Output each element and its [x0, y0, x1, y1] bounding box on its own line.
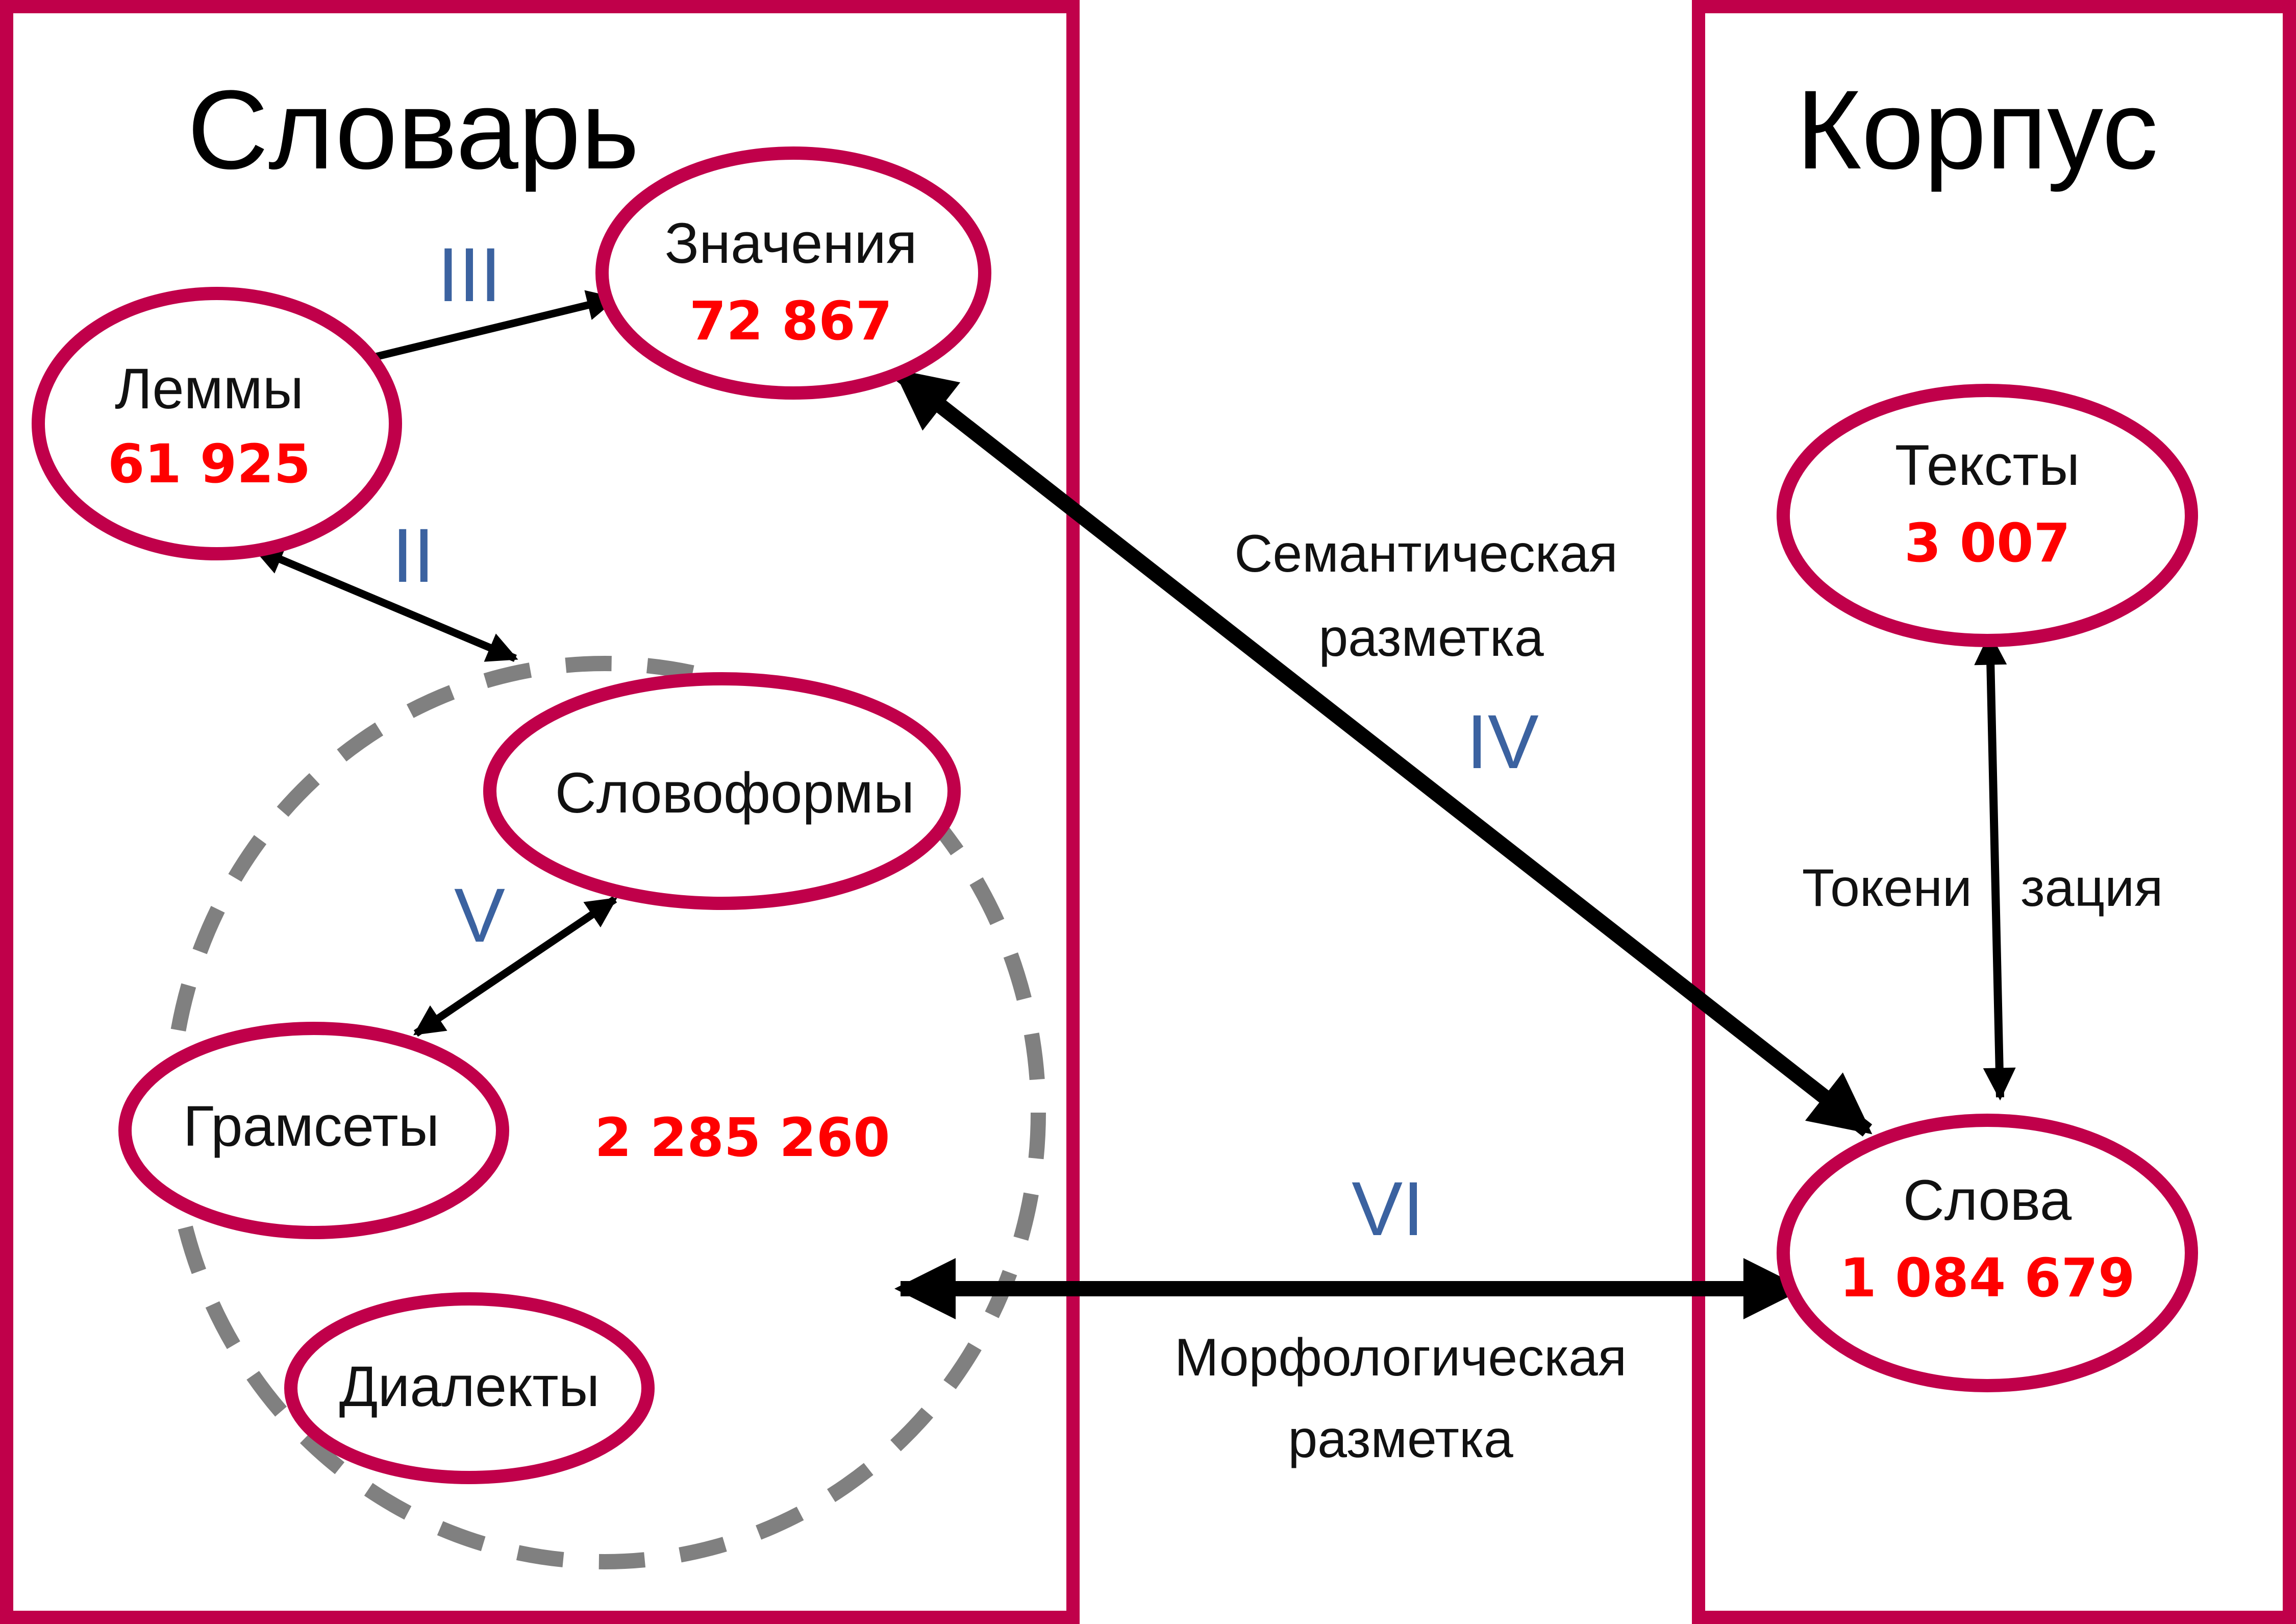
edge-texts-words	[1974, 632, 2016, 1101]
node-gramsets-label: Грамсеты	[183, 1094, 439, 1158]
edge-lemmas-wordforms	[252, 545, 518, 662]
dictionary-title: Словарь	[187, 67, 639, 192]
node-texts-label: Тексты	[1895, 433, 2080, 497]
node-lemmas	[32, 287, 402, 560]
node-lemmas-count: 61 925	[108, 433, 311, 495]
node-wordforms	[483, 672, 961, 910]
edge-lemmas-meanings	[329, 290, 618, 376]
node-wordforms-label: Словоформы	[555, 761, 915, 825]
node-dialects	[284, 1292, 655, 1484]
node-words	[1777, 1114, 2198, 1392]
node-texts	[1777, 384, 2198, 647]
edge-morph-label-line2: разметка	[1288, 1410, 1513, 1469]
corpus-title: Корпус	[1796, 67, 2158, 192]
node-meanings	[595, 146, 991, 400]
node-dialects-label: Диалекты	[339, 1355, 600, 1418]
edge-semantic-label-line1: Семантическая	[1234, 524, 1617, 583]
edge-morph-label-line1: Морфологическая	[1175, 1328, 1627, 1387]
edge-iii-label: III	[437, 232, 501, 317]
edge-meanings-words	[893, 366, 1873, 1137]
node-words-label: Слова	[1903, 1168, 2072, 1232]
node-texts-count: 3 007	[1904, 512, 2070, 574]
node-lemmas-label: Леммы	[115, 357, 304, 421]
edge-gramsets-wordforms	[413, 896, 617, 1037]
node-meanings-label: Значения	[664, 211, 917, 275]
edge-tokenization-label-part2: зация	[2020, 858, 2163, 918]
edge-semantic-label-line2: разметка	[1318, 608, 1544, 668]
edge-v-label: V	[454, 872, 505, 958]
node-words-count: 1 084 679	[1840, 1247, 2135, 1309]
node-meanings-count: 72 867	[689, 290, 892, 352]
node-gramsets	[118, 1022, 509, 1239]
edge-iv-label: IV	[1466, 699, 1539, 784]
edge-vi-label: VI	[1352, 1166, 1424, 1251]
edge-tokenization-label-part1: Токени	[1802, 858, 1972, 918]
edge-ii-label: II	[392, 512, 434, 598]
wordforms-total-count: 2 285 260	[595, 1106, 890, 1169]
